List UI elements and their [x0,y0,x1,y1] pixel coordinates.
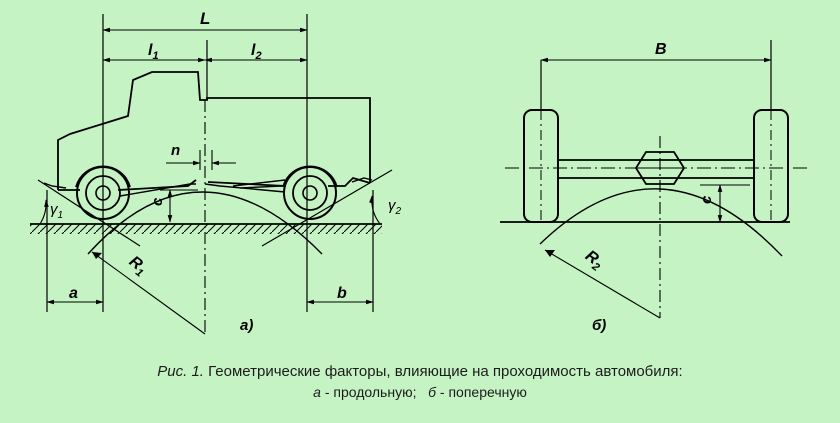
label-l2: l2 [251,42,262,62]
front-view [500,40,810,319]
label-c-side: c [149,197,166,206]
label-gamma1: γ1 [50,201,63,221]
truck-body [57,71,371,191]
caption-item-b-text: - поперечную [439,384,527,400]
caption-item-b-letter: б [428,384,437,400]
label-l1: l1 [148,42,159,62]
label-R1: R1 [124,253,150,280]
caption-item-a-letter: а [313,384,321,400]
side-view [30,14,393,336]
figure-caption-items: а - продольную; б - поперечную [0,384,840,400]
label-c-front: c [698,195,715,204]
label-n: n [171,142,180,159]
labels: L l1 l2 n c γ1 γ2 R1 a b а) B c R2 б) [50,9,715,334]
truck-frame [119,179,286,197]
caption-title: Геометрические факторы, влияющие на прох… [208,363,683,380]
label-b: b [337,285,347,302]
rear-wheel [282,165,338,220]
ground-hatch [30,224,382,234]
label-B: B [655,41,667,58]
figure-caption-title: Рис. 1. Геометрические факторы, влияющие… [0,363,840,380]
label-gamma2: γ2 [388,197,402,217]
caption-item-a-text: - продольную; [324,384,417,400]
label-a: a [69,285,78,302]
label-L: L [200,9,210,28]
label-part-b: б) [592,317,606,334]
label-part-a: а) [240,317,253,334]
caption-prefix: Рис. 1. [157,363,204,380]
label-R2: R2 [580,247,606,274]
